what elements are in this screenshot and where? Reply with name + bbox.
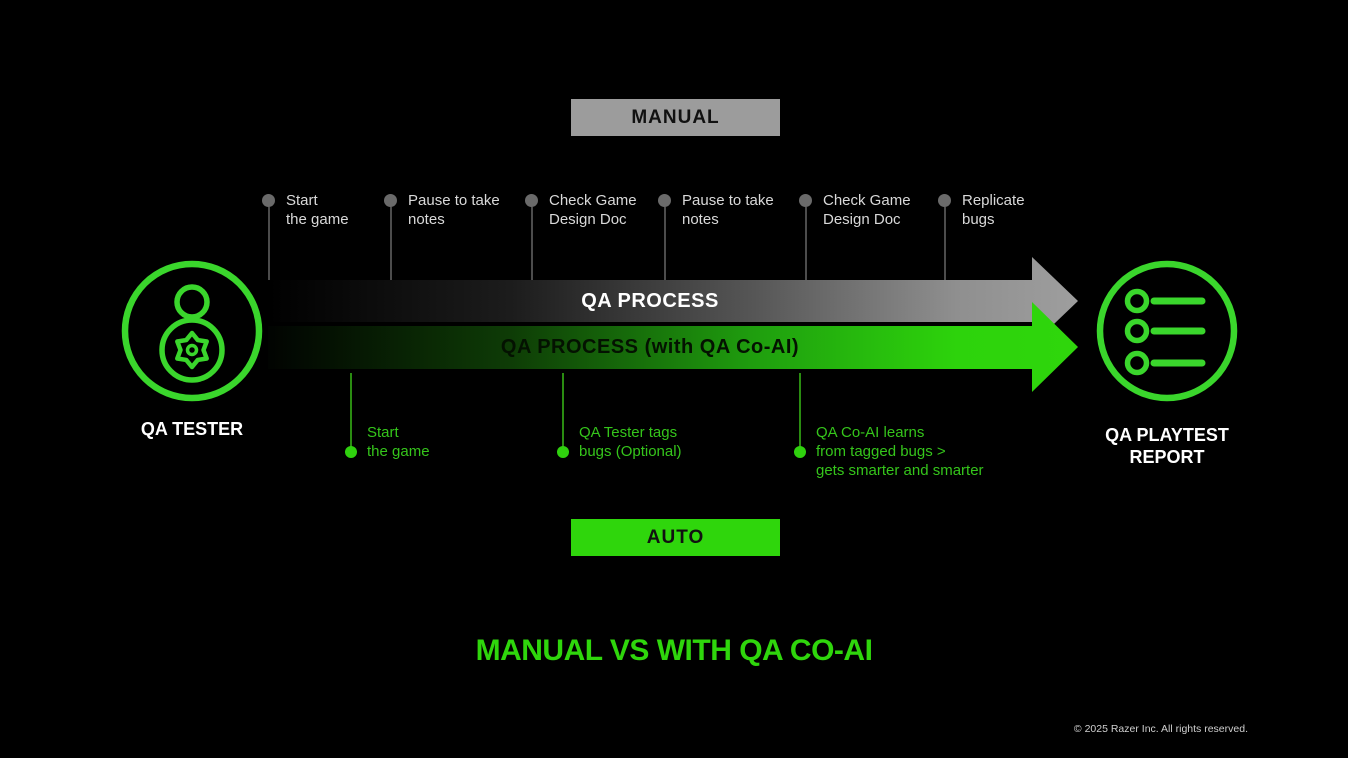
auto-badge: AUTO	[571, 519, 780, 556]
qa-process-arrow	[268, 257, 1078, 345]
dot-marker	[384, 194, 397, 207]
qa-playtest-report-label: QA PLAYTEST REPORT	[1077, 424, 1257, 468]
step-text: Check Game	[823, 192, 911, 209]
auto-step-label: QA Co-AI learns from tagged bugs > gets …	[816, 423, 984, 480]
step-text: the game	[286, 211, 349, 228]
dot-marker	[658, 194, 671, 207]
dot-marker	[799, 194, 812, 207]
step-text: Design Doc	[549, 211, 627, 228]
manual-badge: MANUAL	[571, 99, 780, 136]
step-text: Check Game	[549, 192, 637, 209]
step-text: QA Co-AI learns	[816, 424, 925, 441]
step-text: bugs (Optional)	[579, 443, 682, 460]
step-text: bugs	[962, 211, 995, 228]
connector-line	[350, 373, 352, 447]
connector-line	[663, 207, 666, 280]
report-list-icon	[1124, 288, 1206, 376]
qa-playtest-report-icon	[1096, 260, 1238, 402]
qa-tester-icon	[121, 260, 263, 402]
dot-marker	[345, 446, 357, 458]
connector-line	[530, 207, 533, 280]
step-text: notes	[408, 211, 445, 228]
manual-step-label: Start the game	[286, 191, 349, 229]
auto-step-label: Start the game	[367, 423, 430, 461]
dot-marker	[262, 194, 275, 207]
manual-step-label: Replicate bugs	[962, 191, 1025, 229]
dot-marker	[794, 446, 806, 458]
step-text: gets smarter and smarter	[816, 462, 984, 479]
qa-playtest-report-label-text: QA PLAYTEST	[1105, 425, 1229, 445]
connector-line	[804, 207, 807, 280]
step-text: the game	[367, 443, 430, 460]
connector-line	[943, 207, 946, 280]
manual-step-label: Check Game Design Doc	[823, 191, 911, 229]
qa-process-arrow-label: QA PROCESS	[581, 289, 719, 312]
step-text: Pause to take	[682, 192, 774, 209]
process-arrows	[268, 257, 1078, 392]
step-text: Start	[286, 192, 318, 209]
auto-step-label: QA Tester tags bugs (Optional)	[579, 423, 682, 461]
qa-tester-label-text: QA TESTER	[140, 419, 244, 439]
connector-line	[799, 373, 801, 447]
connector-line	[562, 373, 564, 447]
manual-step-label: Pause to take notes	[408, 191, 500, 229]
step-text: from tagged bugs >	[816, 443, 946, 460]
step-text: QA Tester tags	[579, 424, 678, 441]
qa-process-coai-arrow	[268, 302, 1078, 392]
qa-playtest-report-label-text: REPORT	[1129, 447, 1205, 467]
connector-line	[389, 207, 392, 280]
step-text: Start	[367, 424, 399, 441]
qa-process-coai-arrow-label: QA PROCESS (with QA Co-AI)	[500, 336, 800, 358]
step-text: Replicate	[962, 192, 1025, 209]
qa-tester-label: QA TESTER	[117, 418, 267, 440]
gear-icon	[175, 330, 209, 370]
manual-step-label: Pause to take notes	[682, 191, 774, 229]
dot-marker	[938, 194, 951, 207]
step-text: Pause to take	[408, 192, 500, 209]
copyright: © 2025 Razer Inc. All rights reserved.	[1073, 723, 1248, 735]
dot-marker	[525, 194, 538, 207]
step-text: Design Doc	[823, 211, 901, 228]
connector-line	[267, 207, 270, 280]
step-text: notes	[682, 211, 719, 228]
dot-marker	[557, 446, 569, 458]
manual-step-label: Check Game Design Doc	[549, 191, 637, 229]
page-title: MANUAL VS WITH QA CO-AI	[475, 634, 873, 667]
